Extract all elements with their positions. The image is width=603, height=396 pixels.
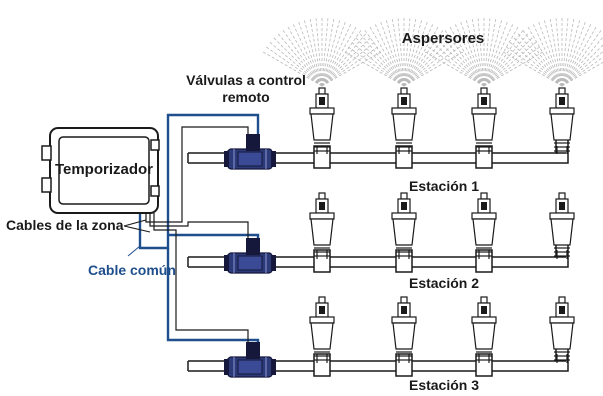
zone-cable-pointer xyxy=(123,225,151,233)
sprinkler-head xyxy=(549,87,575,154)
zone-cables-label: Cables de la zona xyxy=(6,217,124,233)
sprinkler-heads xyxy=(309,87,575,363)
common-cable-wire xyxy=(168,233,260,244)
sprinkler-head xyxy=(549,192,575,259)
valve xyxy=(224,134,276,170)
sprinkler-head xyxy=(471,87,497,154)
spray-fan xyxy=(423,16,545,87)
common-cable-pointer xyxy=(127,245,141,257)
valves-label-line2: remoto xyxy=(222,89,269,105)
sprinkler-head xyxy=(391,296,417,363)
zone-cable-pointer xyxy=(123,219,147,227)
zone-cable-wire xyxy=(153,213,249,350)
sprinklers-label: Aspersores xyxy=(402,30,485,47)
common-cable-label: Cable común xyxy=(88,262,176,278)
sprinkler-head xyxy=(309,296,335,363)
spray-fan xyxy=(343,16,465,87)
spray-fan xyxy=(261,16,383,87)
spray-fan xyxy=(501,16,603,87)
valve xyxy=(224,342,276,378)
common-cable-wire xyxy=(138,113,260,250)
sprinkler-head xyxy=(391,192,417,259)
timer-box: Temporizador xyxy=(41,127,160,214)
station-3-label: Estación 3 xyxy=(409,377,479,393)
valve xyxy=(224,238,276,274)
station-2-label: Estación 2 xyxy=(409,275,479,291)
sprinkler-head xyxy=(309,87,335,154)
zone-cable-wire xyxy=(145,126,249,223)
sprinkler-head xyxy=(391,87,417,154)
sprinkler-head xyxy=(471,296,497,363)
station-1-label: Estación 1 xyxy=(409,178,479,194)
sprinkler-spray-group xyxy=(261,16,603,87)
sprinkler-head xyxy=(549,296,575,363)
valve-group xyxy=(224,134,276,378)
timer-label: Temporizador xyxy=(55,161,153,178)
sprinkler-head xyxy=(309,192,335,259)
sprinkler-head xyxy=(471,192,497,259)
zone-cable-wire xyxy=(149,213,249,246)
valves-label-line1: Válvulas a control xyxy=(186,72,306,88)
